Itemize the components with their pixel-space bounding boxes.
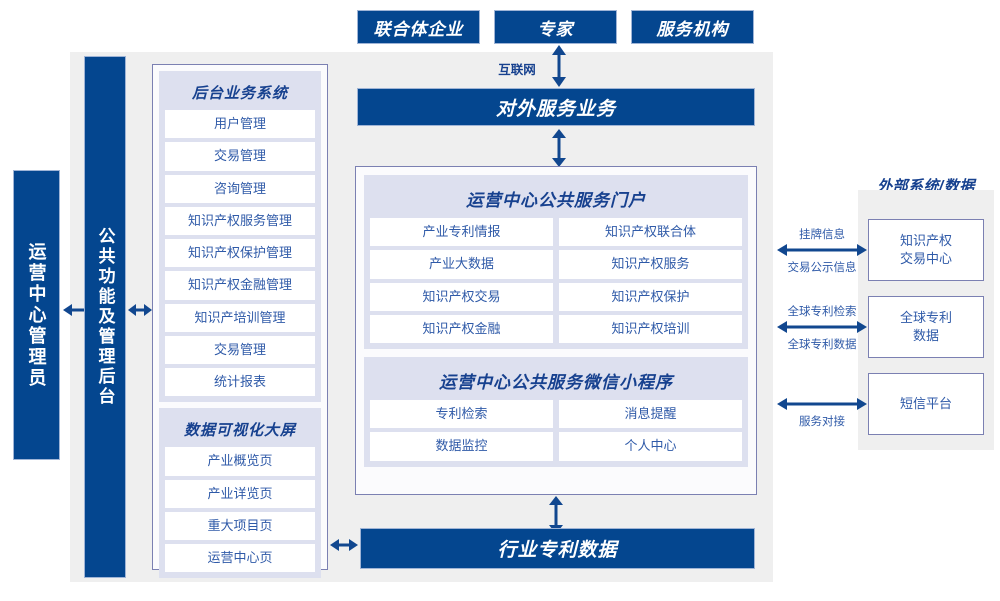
service-to-portal-arrow-icon	[552, 129, 566, 167]
portal-group: 运营中心公共服务门户 产业专利情报 产业大数据 知识产权交易 知识产权金融 知识…	[364, 175, 748, 349]
left-rail-operator[interactable]: 运营中心管理员	[13, 170, 60, 460]
backend-item[interactable]: 交易管理	[165, 142, 315, 171]
dashboard-group: 数据可视化大屏 产业概览页 产业详览页 重大项目页 运营中心页	[159, 408, 321, 579]
portal-item[interactable]: 知识产权联合体	[559, 218, 742, 247]
miniprogram-title: 运营中心公共服务微信小程序	[439, 373, 673, 392]
miniprogram-item[interactable]: 专利检索	[370, 400, 553, 429]
top-actor-box-2[interactable]: 专家	[494, 10, 617, 44]
portal-miniprogram-panel: 运营中心公共服务门户 产业专利情报 产业大数据 知识产权交易 知识产权金融 知识…	[355, 166, 757, 495]
portal-item[interactable]: 知识产权金融	[370, 314, 553, 343]
backend-item[interactable]: 统计报表	[165, 368, 315, 397]
portal-title: 运营中心公共服务门户	[466, 191, 646, 210]
backend-item[interactable]: 知识产权服务管理	[165, 206, 315, 235]
external-service-label: 对外服务业务	[495, 98, 616, 120]
dashboard-item[interactable]: 运营中心页	[165, 544, 315, 573]
dashboard-title: 数据可视化大屏	[183, 422, 296, 440]
industry-patent-data-bar[interactable]: 行业专利数据	[360, 528, 755, 569]
backend-item[interactable]: 知识产权保护管理	[165, 239, 315, 268]
external-connector-label-below-2: 全球专利数据	[787, 339, 857, 351]
portal-item[interactable]: 知识产权保护	[559, 282, 742, 311]
backend-item[interactable]: 咨询管理	[165, 174, 315, 203]
external-box-sms-platform[interactable]: 短信平台	[868, 373, 984, 435]
external-box-label: 全球专利 数据	[899, 309, 952, 343]
backend-item[interactable]: 知识产权金融管理	[165, 271, 315, 300]
top-actor-label: 专家	[537, 19, 574, 39]
top-actor-label: 联合体企业	[373, 19, 464, 39]
external-connector-label-below-3: 服务对接	[799, 416, 845, 428]
portal-item[interactable]: 知识产权交易	[370, 282, 553, 311]
external-box-label: 知识产权 交易中心	[899, 232, 952, 266]
backend-dashboard-panel: 后台业务系统 用户管理 交易管理 咨询管理 知识产权服务管理 知识产权保护管理 …	[152, 64, 328, 579]
backend-item[interactable]: 用户管理	[165, 110, 315, 139]
miniprogram-group: 运营中心公共服务微信小程序 专利检索 数据监控 消息提醒 个人中心	[364, 357, 748, 467]
external-connector-label-below-1: 交易公示信息	[787, 262, 857, 274]
left-rail-platform-label: 公共功能及管理后台	[95, 227, 115, 407]
external-connector-arrow-icon-3	[777, 398, 867, 410]
platform-to-backend-arrow-icon	[128, 304, 152, 316]
left-rail-platform[interactable]: 公共功能及管理后台	[84, 56, 126, 578]
internet-arrow-icon	[552, 45, 566, 87]
miniprogram-item[interactable]: 数据监控	[370, 432, 553, 461]
top-actor-label: 服务机构	[656, 19, 729, 39]
backend-to-data-arrow-icon	[330, 539, 358, 551]
external-connector-arrow-icon-1	[777, 244, 867, 256]
top-actor-box-3[interactable]: 服务机构	[631, 10, 754, 44]
dashboard-item[interactable]: 重大项目页	[165, 511, 315, 540]
top-actor-box-1[interactable]: 联合体企业	[357, 10, 480, 44]
external-connector-label-above-2: 全球专利检索	[787, 306, 857, 318]
external-connector-label-above-1: 挂牌信息	[799, 229, 845, 241]
miniprogram-item[interactable]: 个人中心	[559, 432, 742, 461]
dashboard-item[interactable]: 产业概览页	[165, 447, 315, 476]
external-box-label: 短信平台	[899, 395, 952, 411]
portal-item[interactable]: 知识产权培训	[559, 314, 742, 343]
backend-title: 后台业务系统	[191, 85, 288, 102]
portal-item[interactable]: 产业大数据	[370, 250, 553, 279]
backend-group: 后台业务系统 用户管理 交易管理 咨询管理 知识产权服务管理 知识产权保护管理 …	[159, 71, 321, 403]
internet-label: 互联网	[498, 63, 536, 77]
backend-item[interactable]: 知识产培训管理	[165, 303, 315, 332]
external-box-global-patent-data[interactable]: 全球专利 数据	[868, 296, 984, 358]
external-connector-arrow-icon-2	[777, 321, 867, 333]
portal-item[interactable]: 产业专利情报	[370, 218, 553, 247]
dashboard-item[interactable]: 产业详览页	[165, 479, 315, 508]
left-rail-operator-label: 运营中心管理员	[26, 241, 47, 389]
external-service-bar[interactable]: 对外服务业务	[357, 88, 755, 126]
backend-item[interactable]: 交易管理	[165, 335, 315, 364]
miniprogram-item[interactable]: 消息提醒	[559, 400, 742, 429]
portal-item[interactable]: 知识产权服务	[559, 250, 742, 279]
industry-patent-data-label: 行业专利数据	[497, 540, 618, 561]
external-box-ip-trade-center[interactable]: 知识产权 交易中心	[868, 219, 984, 281]
